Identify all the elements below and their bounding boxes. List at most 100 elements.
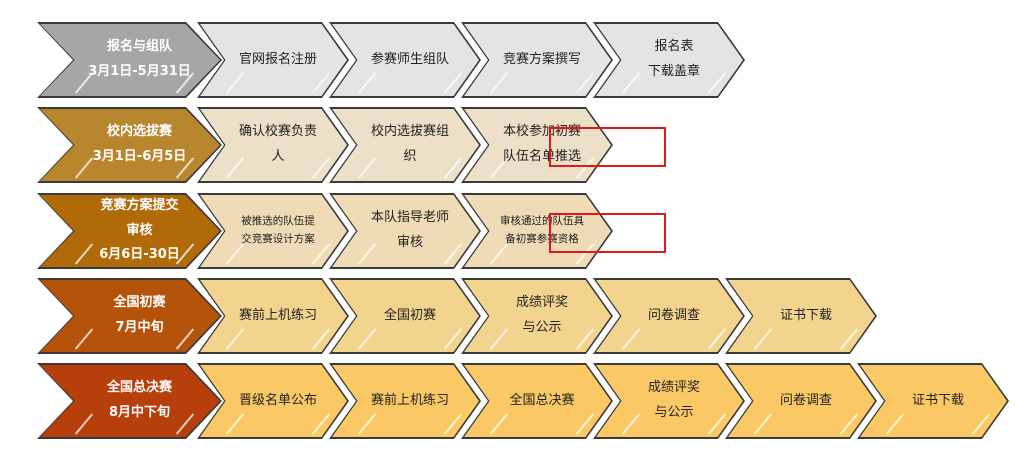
process-step: 审核通过的队伍具备初赛参赛资格 xyxy=(461,193,613,269)
chevron-label: 赛前上机练习 xyxy=(197,278,349,354)
label-line: 晋级名单公布 xyxy=(238,392,317,408)
label-line: 7月中旬 xyxy=(115,320,164,335)
stage-header: 报名与组队 3月1日-5月31日 xyxy=(37,22,222,98)
process-step: 校内选拔赛组织 xyxy=(329,107,481,183)
label-line: 确认校赛负责 xyxy=(238,124,317,140)
process-step: 赛前上机练习 xyxy=(329,363,481,439)
process-step: 本校参加初赛队伍名单推选 xyxy=(461,107,613,183)
chevron-label: 赛前上机练习 xyxy=(329,363,481,439)
label-line: 成绩评奖 xyxy=(647,380,700,396)
chevron-border xyxy=(197,107,349,183)
label-line: 3月1日-6月5日 xyxy=(92,149,187,164)
label-line: 3月1日-5月31日 xyxy=(88,64,191,79)
chevron-border xyxy=(197,278,349,354)
label-line: 8月中下旬 xyxy=(108,405,171,420)
chevron-label: 确认校赛负责人 xyxy=(197,107,349,183)
label-line: 队伍名单推选 xyxy=(502,149,581,164)
chevron-label: 审核通过的队伍具备初赛参赛资格 xyxy=(461,193,613,269)
label-line: 官网报名注册 xyxy=(238,51,317,67)
process-step: 问卷调查 xyxy=(725,363,877,439)
chevron-label: 全国总决赛 8月中下旬 xyxy=(37,363,222,439)
chevron-label: 报名与组队 3月1日-5月31日 xyxy=(37,22,222,98)
label-line: 本队指导老师 xyxy=(370,210,449,226)
label-line: 问卷调查 xyxy=(779,392,832,408)
label-line: 审核 xyxy=(396,235,423,250)
process-step: 证书下载 xyxy=(725,278,877,354)
chevron-label: 证书下载 xyxy=(725,278,877,354)
chevron-border xyxy=(329,193,481,269)
chevron-label: 报名表下载盖章 xyxy=(593,22,745,98)
chevron-label: 成绩评奖与公示 xyxy=(461,278,613,354)
chevron-border xyxy=(329,107,481,183)
label-line: 赛前上机练习 xyxy=(370,392,449,408)
chevron-border xyxy=(593,22,745,98)
label-line: 竞赛方案撰写 xyxy=(502,51,581,67)
label-line: 全国初赛 xyxy=(383,307,436,323)
label-line: 报名与组队 xyxy=(106,39,172,55)
chevron-label: 全国总决赛 xyxy=(461,363,613,439)
chevron-border xyxy=(197,363,349,439)
chevron-label: 成绩评奖与公示 xyxy=(593,363,745,439)
chevron-label: 全国初赛 7月中旬 xyxy=(37,278,222,354)
chevron-border xyxy=(197,22,349,98)
process-step: 晋级名单公布 xyxy=(197,363,349,439)
label-line: 人 xyxy=(271,149,285,164)
label-line: 成绩评奖 xyxy=(515,295,568,311)
chevron-border xyxy=(329,363,481,439)
chevron-border xyxy=(37,22,222,98)
chevron-border xyxy=(593,278,745,354)
process-step: 竞赛方案撰写 xyxy=(461,22,613,98)
chevron-label: 全国初赛 xyxy=(329,278,481,354)
highlight-box xyxy=(549,213,666,253)
label-line: 全国初赛 xyxy=(113,295,166,311)
process-step: 确认校赛负责人 xyxy=(197,107,349,183)
chevron-label: 本队指导老师审核 xyxy=(329,193,481,269)
chevron-label: 问卷调查 xyxy=(593,278,745,354)
stage-header: 全国总决赛 8月中下旬 xyxy=(37,363,222,439)
chevron-label: 官网报名注册 xyxy=(197,22,349,98)
chevron-label: 校内选拔赛 3月1日-6月5日 xyxy=(37,107,222,183)
chevron-label: 晋级名单公布 xyxy=(197,363,349,439)
stage-header: 校内选拔赛 3月1日-6月5日 xyxy=(37,107,222,183)
chevron-label: 证书下载 xyxy=(857,363,1009,439)
chevron-border xyxy=(37,278,222,354)
label-line: 6月6日-30日 xyxy=(99,247,180,263)
label-line: 与公示 xyxy=(522,320,562,335)
process-step: 成绩评奖与公示 xyxy=(593,363,745,439)
process-step: 全国初赛 xyxy=(329,278,481,354)
chevron-border xyxy=(461,278,613,354)
label-line: 赛前上机练习 xyxy=(238,307,317,323)
label-line: 校内选拔赛 xyxy=(106,124,172,140)
label-line: 下载盖章 xyxy=(647,64,700,79)
process-step: 成绩评奖与公示 xyxy=(461,278,613,354)
label-line: 全国总决赛 xyxy=(106,380,172,396)
label-line: 校内选拔赛组 xyxy=(370,124,449,140)
process-step: 赛前上机练习 xyxy=(197,278,349,354)
process-step: 被推选的队伍提交竞赛设计方案 xyxy=(197,193,349,269)
label-line: 织 xyxy=(403,149,417,164)
label-line: 备初赛参赛资格 xyxy=(505,233,579,245)
chevron-border xyxy=(461,193,613,269)
chevron-label: 问卷调查 xyxy=(725,363,877,439)
process-step: 证书下载 xyxy=(857,363,1009,439)
label-line: 证书下载 xyxy=(911,392,964,408)
label-line: 交竞赛设计方案 xyxy=(241,233,315,245)
chevron-label: 竞赛方案撰写 xyxy=(461,22,613,98)
process-step: 问卷调查 xyxy=(593,278,745,354)
label-line: 审核 xyxy=(126,222,153,238)
process-step: 全国总决赛 xyxy=(461,363,613,439)
chevron-label: 校内选拔赛组织 xyxy=(329,107,481,183)
label-line: 与公示 xyxy=(654,405,694,420)
chevron-border xyxy=(197,193,349,269)
process-step: 官网报名注册 xyxy=(197,22,349,98)
label-line: 审核通过的队伍具 xyxy=(500,215,584,228)
label-line: 报名表 xyxy=(654,39,694,55)
label-line: 证书下载 xyxy=(779,307,832,323)
process-step: 本队指导老师审核 xyxy=(329,193,481,269)
label-line: 参赛师生组队 xyxy=(370,51,449,67)
stage-header: 全国初赛 7月中旬 xyxy=(37,278,222,354)
process-step: 报名表下载盖章 xyxy=(593,22,745,98)
label-line: 被推选的队伍提 xyxy=(241,215,315,228)
